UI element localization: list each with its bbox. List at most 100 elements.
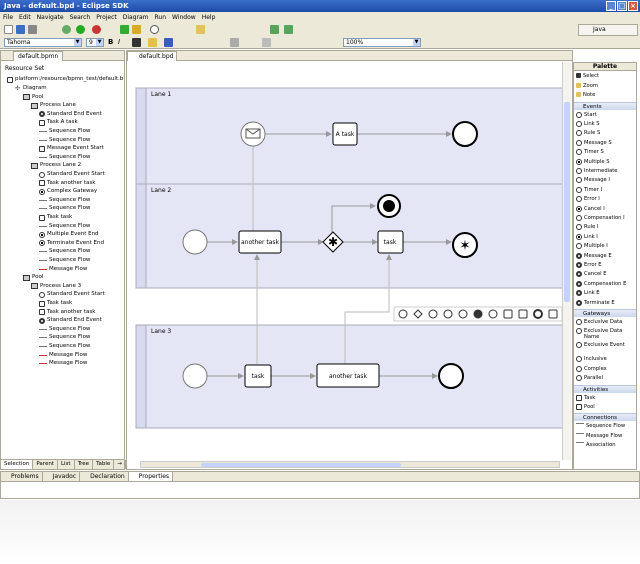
tab-properties[interactable]: Properties — [128, 472, 174, 481]
palette-item[interactable]: Message E — [576, 252, 636, 259]
palette-section-activities[interactable]: Activities — [574, 384, 636, 393]
end-event-l3[interactable] — [438, 363, 464, 389]
palette-item[interactable]: Cancel E — [576, 271, 636, 278]
tree-item[interactable]: Message Flow — [39, 359, 87, 368]
task-another-task-l3[interactable] — [316, 363, 380, 388]
message-flow-3[interactable] — [344, 254, 392, 364]
tree-item[interactable]: Process Lane 3 — [31, 282, 81, 291]
menu-window[interactable]: Window — [172, 13, 196, 21]
tree-item[interactable]: Sequence Flow — [39, 222, 90, 231]
popup-timer-icon[interactable] — [428, 309, 438, 319]
search-icon[interactable] — [150, 25, 159, 34]
tree-item[interactable]: Sequence Flow — [39, 127, 90, 136]
task-task-l2[interactable] — [377, 230, 404, 254]
tree-item[interactable]: Sequence Flow — [39, 333, 90, 342]
forward-icon[interactable] — [284, 25, 293, 34]
palette-item[interactable]: Timer I — [576, 186, 636, 193]
tree-item[interactable]: Multiple Event End — [39, 230, 99, 239]
tree-item[interactable]: Terminate Event End — [39, 239, 104, 248]
palette-item[interactable]: Multiple I — [576, 243, 636, 250]
palette-item[interactable]: Exclusive Event — [576, 342, 636, 349]
task-another-task-l2[interactable] — [238, 230, 282, 254]
menu-diagram[interactable]: Diagram — [122, 13, 149, 21]
popup-link-icon[interactable] — [473, 309, 483, 319]
palette-item[interactable]: Error I — [576, 196, 636, 203]
tree-item[interactable]: Standard Event Start — [39, 170, 105, 179]
perspective-switcher[interactable]: Java — [578, 24, 638, 36]
palette-item[interactable]: Pool — [576, 403, 636, 410]
tree-item[interactable]: Sequence Flow — [39, 256, 90, 265]
tree-item[interactable]: Sequence Flow — [39, 196, 90, 205]
tab-list[interactable]: List — [58, 460, 75, 469]
tree-item[interactable]: Task task — [39, 299, 72, 308]
tab-table[interactable]: Table — [93, 460, 115, 469]
folder-icon[interactable] — [196, 25, 205, 34]
tab-more[interactable]: → — [114, 460, 126, 469]
tree-item[interactable]: Process Lane 2 — [31, 161, 81, 170]
font-color-icon[interactable] — [132, 38, 141, 47]
font-size-combo[interactable]: 9▼ — [86, 38, 104, 47]
palette-item[interactable]: Exclusive Data — [576, 318, 636, 325]
menu-search[interactable]: Search — [69, 13, 91, 21]
lane-2[interactable] — [135, 183, 563, 289]
palette-item[interactable]: Parallel — [576, 375, 636, 382]
open-type-icon[interactable] — [132, 25, 141, 34]
menu-edit[interactable]: Edit — [19, 13, 31, 21]
palette-item[interactable]: Message I — [576, 177, 636, 184]
italic-button[interactable]: I — [118, 38, 121, 46]
tree-item[interactable]: Message Flow — [39, 265, 87, 274]
menu-help[interactable]: Help — [201, 13, 216, 21]
palette-item[interactable]: Rule S — [576, 130, 636, 137]
palette-item[interactable]: Link S — [576, 120, 636, 127]
align-icon[interactable] — [230, 38, 239, 47]
debug-icon[interactable] — [62, 25, 71, 34]
tree-item[interactable]: Pool — [23, 93, 43, 102]
task-task-l3[interactable] — [244, 364, 272, 388]
menu-navigate[interactable]: Navigate — [36, 13, 64, 21]
popup-gateway-icon[interactable] — [413, 309, 423, 319]
tree-item[interactable]: Sequence Flow — [39, 153, 90, 162]
palette-item[interactable]: Task — [576, 394, 636, 401]
palette-item[interactable]: Timer S — [576, 149, 636, 156]
popup-multiple-icon[interactable] — [443, 309, 453, 319]
arrange-icon[interactable] — [262, 38, 271, 47]
save-icon[interactable] — [16, 25, 25, 34]
tree-item[interactable]: Standard End Event — [39, 316, 102, 325]
palette-item[interactable]: Sequence Flow — [576, 423, 636, 429]
tree-item[interactable]: Sequence Flow — [39, 342, 90, 351]
palette-tool-note[interactable]: Note — [576, 92, 636, 98]
tab-problems[interactable]: Problems — [1, 472, 43, 481]
tree-item[interactable]: Pool — [23, 273, 43, 282]
palette-tool-zoom[interactable]: Zoom — [576, 82, 636, 89]
palette-item[interactable]: Terminate E — [576, 299, 636, 306]
menu-run[interactable]: Run — [154, 13, 167, 21]
palette-section-gateways[interactable]: Gateways — [574, 308, 636, 317]
palette-item[interactable]: Association — [576, 442, 636, 448]
start-event-l2[interactable] — [182, 229, 208, 255]
tree-item[interactable]: Standard Event Start — [39, 290, 105, 299]
external-tools-icon[interactable] — [92, 25, 101, 34]
new-class-icon[interactable] — [120, 25, 129, 34]
tab-default-bpmn[interactable]: default.bpmn — [13, 51, 64, 61]
fill-color-icon[interactable] — [148, 38, 157, 47]
tree-item[interactable]: Message Flow — [39, 351, 87, 360]
scroll-thumb[interactable] — [201, 463, 401, 467]
popup-subprocess-icon[interactable] — [518, 309, 528, 319]
palette-item[interactable]: Message Flow — [576, 432, 636, 439]
tree-item[interactable]: Sequence Flow — [39, 325, 90, 334]
tab-parent[interactable]: Parent — [33, 460, 58, 469]
print-icon[interactable] — [28, 25, 37, 34]
palette-item[interactable]: Start — [576, 111, 636, 118]
popup-end-icon[interactable] — [533, 309, 543, 319]
palette-item[interactable]: Error E — [576, 261, 636, 268]
palette-tool-select[interactable]: Select — [576, 73, 636, 79]
palette-item[interactable]: Exclusive Data Name — [576, 328, 636, 340]
line-color-icon[interactable] — [164, 38, 173, 47]
tab-declaration[interactable]: Declaration — [80, 472, 129, 481]
tree-item[interactable]: ✣Diagram — [15, 84, 47, 93]
maximize-button[interactable]: □ — [617, 1, 627, 11]
palette-item[interactable]: Inclusive — [576, 356, 636, 363]
palette-item[interactable]: Compensation E — [576, 280, 636, 287]
tab-tree[interactable]: Tree — [75, 460, 94, 469]
font-name-combo[interactable]: Tahoma▼ — [4, 38, 82, 47]
